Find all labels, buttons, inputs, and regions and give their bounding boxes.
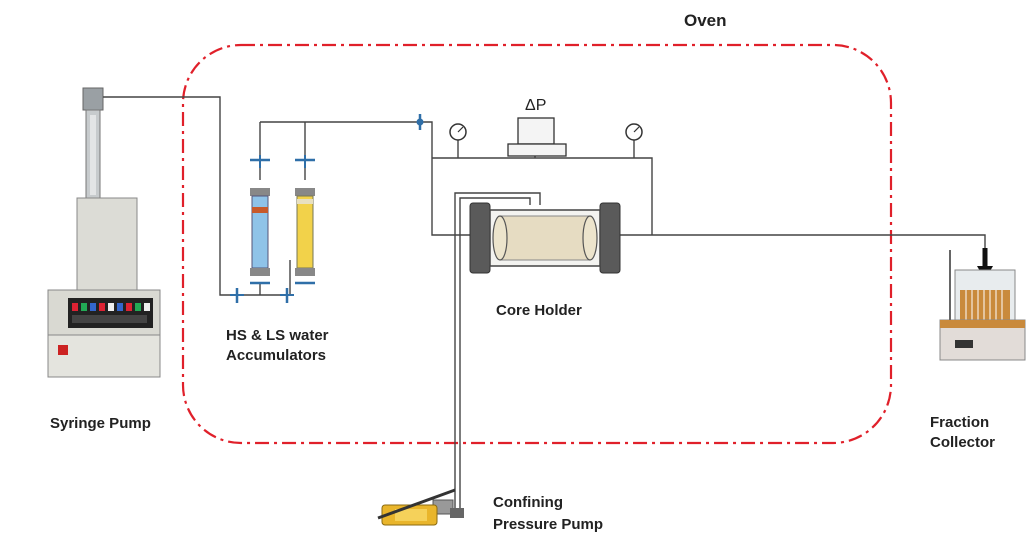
valve-icon xyxy=(280,288,294,303)
hs-accumulator xyxy=(250,188,270,276)
core-holder-label: Core Holder xyxy=(496,302,582,319)
tubing xyxy=(103,96,986,512)
valves xyxy=(230,114,424,303)
confining-pump-label-line1: Confining xyxy=(493,494,563,511)
ls-accumulator xyxy=(295,188,315,276)
delta-p-transducer xyxy=(507,117,567,157)
valve-icon xyxy=(230,288,244,303)
syringe-pump-label: Syringe Pump xyxy=(50,415,151,432)
pressure-gauge-icon xyxy=(449,123,467,141)
oven-label: Oven xyxy=(684,11,727,30)
pressure-gauge-icon xyxy=(625,123,643,141)
confining-pump-label-line2: Pressure Pump xyxy=(493,516,603,533)
confining-pressure-pump xyxy=(377,488,464,526)
accumulators-label-line1: HS & LS water xyxy=(226,327,329,344)
syringe-pump xyxy=(47,87,161,378)
core-holder xyxy=(469,202,621,274)
valve-icon xyxy=(250,155,270,168)
accumulators-label-line2: Accumulators xyxy=(226,347,326,364)
fraction-collector-label-line1: Fraction xyxy=(930,414,989,431)
oven-boundary xyxy=(181,43,893,445)
fraction-collector-label-line2: Collector xyxy=(930,434,995,451)
valve-icon xyxy=(295,155,315,168)
valve-icon xyxy=(416,114,424,130)
fraction-collector xyxy=(939,248,1026,361)
delta-p-label: ΔP xyxy=(525,97,546,114)
